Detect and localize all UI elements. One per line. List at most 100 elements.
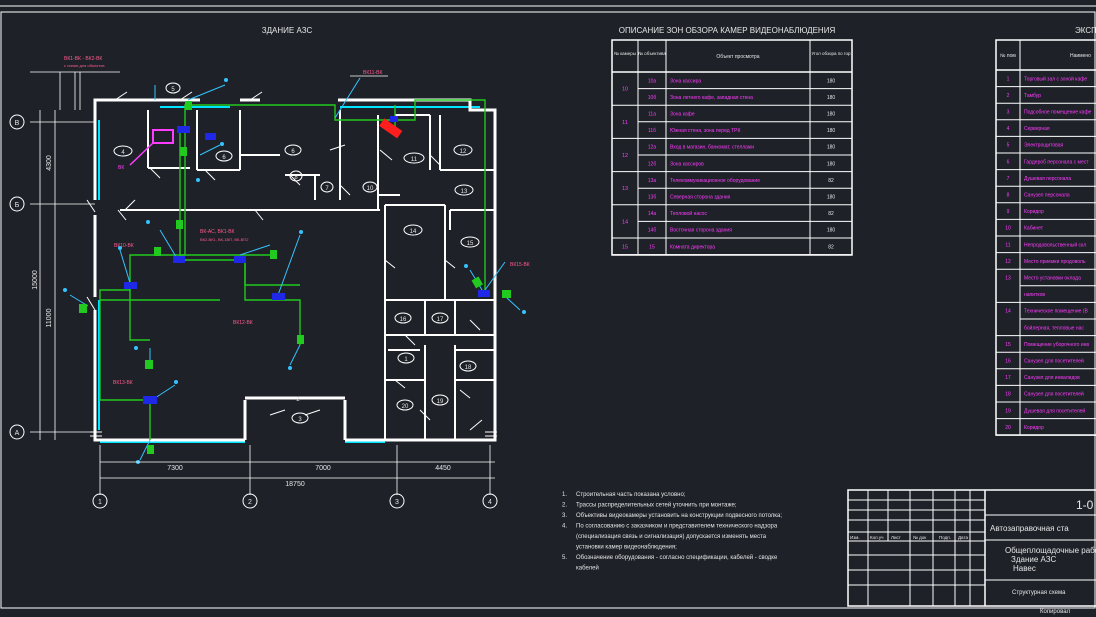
zone-angle: 82: [828, 178, 834, 184]
zone-angle: 180: [827, 195, 836, 201]
room-19-label: 20: [402, 404, 409, 410]
cable-label: ВК11-ВК: [363, 70, 382, 76]
plan-title: ЗДАНИЕ АЗС: [262, 26, 313, 35]
equipment: ВК: [63, 78, 526, 464]
camera-icon: [471, 276, 483, 289]
notes-block: 1.Строительная часть показана условно;2.…: [562, 492, 782, 572]
axis-markers: В Б А 1 2 3 4: [9, 114, 498, 509]
zone-lens: 11б: [648, 128, 656, 134]
expl-num: 15: [1005, 342, 1011, 348]
room-12-label: 13: [461, 189, 468, 195]
expl-name: Непродовольственный скл: [1024, 241, 1086, 248]
expl-num: 10: [1005, 226, 1011, 232]
zone-object: Телекоммуникационное оборудование: [670, 178, 760, 184]
stamp-col: Изм.: [850, 535, 860, 540]
zones-header-cam: № камеры: [614, 51, 636, 56]
zone-object: Тепловой насос: [670, 210, 707, 217]
note-number: 2.: [562, 503, 567, 509]
note-number: 4.: [562, 524, 567, 530]
device-label: ВК: [118, 165, 124, 171]
door-swings: [86, 91, 483, 431]
room-3-label: 4: [121, 150, 125, 156]
junction-box-icon: [173, 256, 185, 263]
zone-angle: 180: [827, 95, 836, 101]
room-17-label: 18: [465, 365, 472, 371]
room-18-label: 19: [437, 399, 444, 405]
expl-header-name: Наимено: [1070, 53, 1091, 59]
camera-icon: [270, 250, 277, 259]
zone-lens: 12б: [648, 161, 657, 167]
zone-lens: 12а: [648, 145, 657, 151]
expl-name: напитков: [1024, 292, 1045, 298]
camera-icon: [176, 220, 183, 229]
note-text: кабелей: [576, 565, 599, 572]
note-number: 5.: [562, 555, 567, 561]
camera-marker-icon: [224, 78, 228, 82]
camera-marker-icon: [174, 380, 178, 384]
room-14-label: 15: [467, 241, 474, 247]
zone-camera: 10: [622, 87, 628, 93]
cable-label: ВК-АС, ВК1-ВК: [200, 229, 235, 235]
junction-box-icon: [272, 293, 285, 300]
stamp-org: Автозаправочная ста: [990, 524, 1069, 533]
camera-marker-icon: [118, 246, 122, 250]
room-16-label: 17: [437, 317, 444, 323]
expl-name: Электрощитовая: [1024, 143, 1064, 149]
expl-num: 4: [1007, 126, 1010, 132]
cable-label: ВК10-ВК: [114, 243, 134, 249]
note-number: 3.: [562, 513, 567, 519]
camera-icon: [147, 445, 154, 454]
room-11-label: 12: [460, 149, 467, 155]
zone-lens: 14б: [648, 228, 657, 234]
stamp-col: Лист: [891, 535, 901, 540]
cabinet-icon: [379, 118, 403, 139]
camera-marker-icon: [299, 230, 303, 234]
outer-walls: [93, 98, 497, 442]
zone-object: Восточная сторона здания: [670, 228, 732, 234]
zone-object: Вход в магазин, банкомат, стеллажи: [670, 145, 754, 151]
camera-marker-icon: [196, 178, 200, 182]
expl-num: 18: [1005, 392, 1011, 398]
dimension-lines: [30, 110, 495, 495]
interior-walls: [120, 110, 495, 440]
cable-label: ВК15-ВК: [510, 262, 530, 268]
room-2-label: 3: [298, 417, 302, 423]
zones-table: ОПИСАНИЕ ЗОН ОБЗОРА КАМЕР ВИДЕОНАБЛЮДЕНИ…: [611, 26, 853, 256]
dim-value: 11000: [46, 308, 53, 327]
room-7-label: 8: [294, 175, 298, 181]
expl-table-title: ЭКСПЛ: [1075, 26, 1096, 35]
junction-box-icon: [205, 133, 216, 140]
axis-label-3: 3: [395, 499, 399, 506]
note-text: Обозначение оборудования - согласно спец…: [576, 554, 778, 561]
expl-num: 5: [1007, 143, 1010, 149]
zone-angle: 82: [828, 211, 834, 217]
expl-header-num: № пом: [1000, 53, 1016, 59]
cable-label: ВК12-ВК: [233, 320, 253, 326]
expl-name: бойлерная, тепловые нас: [1024, 324, 1084, 331]
camera-marker-icon: [522, 310, 526, 314]
expl-name: Подсобное помещение кафе: [1024, 110, 1092, 116]
zone-angle: 180: [827, 128, 836, 134]
dim-total: 15000: [32, 270, 39, 290]
room-1-label: 2: [296, 397, 300, 403]
expl-name: Гардероб персонала с мест: [1024, 159, 1089, 165]
title-block: Изм. Кол.уч Лист № док Подп. Дата 1-0 Ав…: [847, 489, 1096, 615]
junction-box-icon: [124, 282, 137, 289]
junction-box-icon: [177, 126, 190, 133]
expl-name: Коридор: [1024, 209, 1044, 215]
expl-name: Санузел для посетителей: [1024, 358, 1084, 365]
zone-object: Южная стена, зона перед ТРК: [670, 128, 740, 134]
dim-value: 4450: [435, 465, 451, 472]
zone-lens: 10а: [648, 78, 657, 84]
expl-name: Санузел персонала: [1024, 193, 1070, 199]
sheet-frame: [0, 11, 1096, 609]
note-text: (специализация связь и сигнализация) доп…: [576, 534, 767, 540]
zone-object: Комната директора: [670, 244, 715, 250]
stamp-copied: Копировал: [1040, 609, 1071, 615]
zone-lens: 13а: [648, 178, 657, 184]
zone-angle: 180: [827, 161, 836, 167]
